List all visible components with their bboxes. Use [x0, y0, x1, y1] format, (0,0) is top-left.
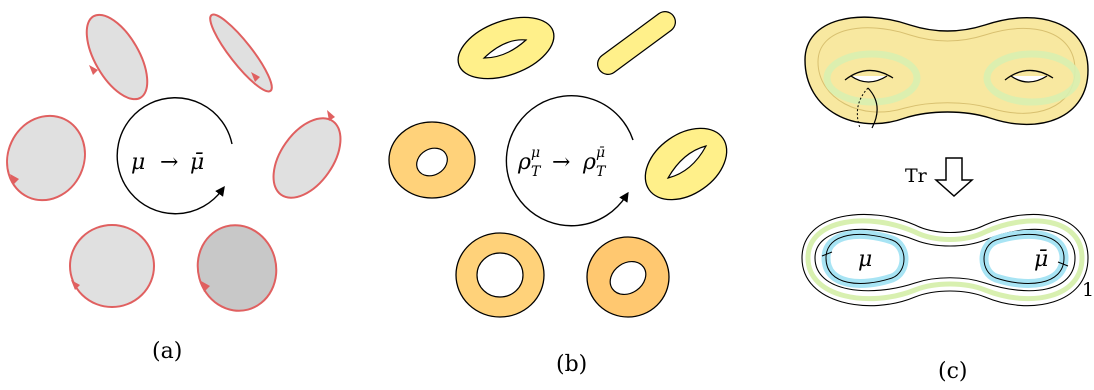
- tr-down-arrow: [934, 157, 974, 198]
- label-arrow-a: →: [160, 150, 178, 175]
- label-mubar-c: μ̄: [1034, 247, 1048, 272]
- panel-a: μ → μ̄ (a): [6, 13, 342, 364]
- ring-middle-left: [388, 121, 476, 199]
- torus-middle-right: [644, 127, 728, 201]
- caption-c: (c): [938, 359, 968, 384]
- label-rho-mu-sub: T: [531, 164, 542, 180]
- torus-top-left: [457, 16, 555, 80]
- label-rho-mubar-sub: T: [596, 164, 607, 180]
- label-rho-mubar: ρ: [582, 150, 596, 175]
- caption-a: (a): [152, 339, 182, 364]
- circular-arrow-a: [116, 97, 233, 215]
- label-arrow-b: →: [552, 150, 570, 175]
- panel-c: Tr μ μ̄ 1 (c): [801, 16, 1094, 384]
- ellipse-middle-right: [272, 110, 342, 199]
- label-one: 1: [1082, 279, 1094, 301]
- genus-two-surface: [804, 16, 1089, 129]
- ellipse-top-left: [85, 13, 149, 101]
- ring-bottom-right: [586, 236, 670, 318]
- panel-b: ρ μ T → ρ μ̄ T (b): [388, 11, 728, 377]
- label-mubar-a: μ̄: [190, 150, 204, 175]
- circular-arrow-b: [505, 95, 634, 227]
- tr-label: Tr: [905, 165, 928, 187]
- label-mu-c: μ: [858, 247, 872, 272]
- capsule-top-right: [597, 11, 676, 75]
- label-rho-mubar-sup: μ̄: [596, 145, 605, 161]
- ellipse-top-right: [209, 13, 273, 93]
- ellipse-bottom-right: [196, 224, 278, 312]
- ring-bottom-left: [455, 232, 545, 318]
- ellipse-bottom-left: [69, 224, 155, 308]
- label-rho-mu: ρ: [517, 150, 531, 175]
- label-rho-mu-sup: μ: [531, 145, 540, 161]
- ellipse-middle-left: [6, 114, 86, 202]
- label-mu-a: μ: [131, 150, 145, 175]
- train-track: [801, 214, 1089, 307]
- caption-b: (b): [556, 352, 587, 377]
